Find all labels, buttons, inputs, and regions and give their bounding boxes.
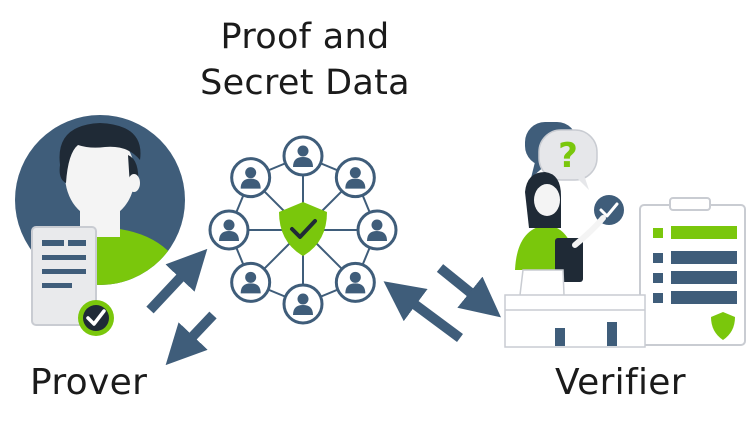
network-node-user-icon: [334, 261, 376, 303]
desk: [504, 294, 646, 348]
network-node-user-icon: [356, 209, 398, 251]
question-mark: ?: [558, 136, 578, 176]
network-node-user-icon: [282, 135, 324, 177]
document-icon: [31, 226, 97, 326]
arrow-verifier-to-network: [383, 281, 463, 343]
title-line-1: Proof and: [220, 17, 390, 57]
title-line-2: Secret Data: [200, 63, 410, 103]
verifier-label: Verifier: [555, 362, 686, 403]
check-badge-icon: [78, 300, 114, 336]
network-node-user-icon: [208, 209, 250, 251]
network-node-user-icon: [230, 261, 272, 303]
verifier-illustration: ?: [504, 122, 746, 348]
arrow-network-to-verifier: [436, 264, 501, 318]
checklist-clipboard-icon: [639, 197, 746, 346]
shield-check-icon: [279, 202, 327, 256]
prover-label: Prover: [30, 362, 148, 403]
network-node-user-icon: [334, 157, 376, 199]
network-node-user-icon: [282, 283, 324, 325]
verifier-person: [515, 172, 606, 321]
network-node-user-icon: [230, 157, 272, 199]
speech-bubble-icon: ?: [525, 122, 598, 190]
network-nodes: [208, 135, 398, 325]
diagram-title: Proof and Secret Data: [0, 14, 610, 106]
prover-illustration: [15, 115, 185, 336]
network-graph: [208, 135, 398, 325]
